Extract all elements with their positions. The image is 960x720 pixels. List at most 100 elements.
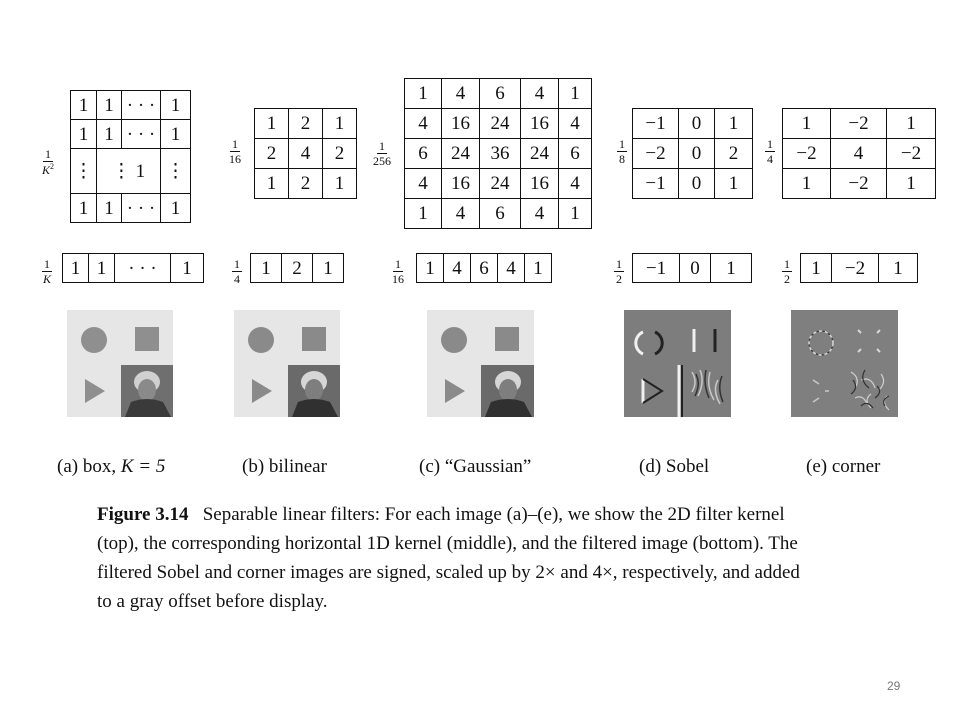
box-1d-cell: 1 [88,253,115,283]
gaussian-2d-cell: 4 [441,198,480,229]
gaussian-2d-cell: 1 [558,78,592,109]
caption-corner: (e) corner [806,456,881,477]
box-2d-cell: · · · [121,193,161,223]
sobel-2d-cell: 1 [714,108,753,139]
gaussian-2d-cell: 4 [558,108,592,139]
gaussian-1d-cell: 1 [524,253,552,283]
corner-2d-cell: −2 [830,108,887,139]
bilinear-2d-cell: 2 [322,138,357,169]
corner-filtered-image [791,310,898,417]
gaussian-1d-cell: 4 [497,253,525,283]
bilinear-2d-cell: 1 [254,108,289,139]
corner-2d-cell: −2 [830,168,887,199]
corner-2d-cell: 1 [782,108,831,139]
sobel-2d-cell: −1 [632,168,679,199]
bilinear-2d-cell: 1 [322,108,357,139]
corner-2d-cell: −2 [886,138,936,169]
corner-2d-scale: 1 4 [765,137,775,166]
box-2d-cell: 1 [70,90,97,120]
box-2d-row: ⋮⋮ 1⋮ [70,148,191,194]
caption-gaussian: (c) “Gaussian” [419,456,532,477]
caption-sobel: (d) Sobel [639,456,710,477]
gaussian-2d-cell: 1 [404,198,442,229]
box-1d-cell: · · · [114,253,171,283]
gaussian-2d-cell: 16 [441,168,480,199]
gaussian-2d-cell: 6 [479,198,521,229]
sobel-2d-scale: 1 8 [617,137,627,166]
gaussian-2d-cell: 24 [520,138,559,169]
bilinear-2d-cell: 2 [288,168,323,199]
gaussian-2d-cell: 4 [441,78,480,109]
box-2d-cell: · · · [121,119,161,149]
sobel-2d-cell: 1 [714,168,753,199]
bilinear-2d-cell: 1 [254,168,289,199]
bilinear-1d-scale: 1 4 [232,257,242,286]
gaussian-2d-cell: 4 [404,168,442,199]
box-1d-cell: 1 [170,253,204,283]
box-2d-scale: 1 K2 [42,147,55,177]
box-2d-cell: 1 [96,119,122,149]
figure-caption-line-2: (top), the corresponding horizontal 1D k… [97,533,798,554]
sobel-2d-cell: 2 [714,138,753,169]
corner-1d-scale: 1 2 [782,257,792,286]
gaussian-2d-scale: 1 256 [373,139,391,168]
box-2d-cell: 1 [96,90,122,120]
corner-2d-cell: 4 [830,138,887,169]
figure-caption-line-4: to a gray offset before display. [97,591,328,612]
sobel-1d-cell: −1 [632,253,680,283]
sobel-2d-cell: 0 [678,108,715,139]
gaussian-1d-scale: 1 16 [392,257,404,286]
gaussian-2d-cell: 16 [520,168,559,199]
box-filtered-image [67,310,173,417]
figure-label: Figure 3.14 [97,504,189,525]
corner-2d-cell: 1 [782,168,831,199]
bilinear-2d-scale: 1 16 [229,137,241,166]
sobel-1d-cell: 0 [679,253,711,283]
gaussian-2d-cell: 16 [441,108,480,139]
gaussian-1d-cell: 4 [443,253,471,283]
box-2d-cell: 1 [160,90,191,120]
gaussian-2d-cell: 6 [404,138,442,169]
box-2d-cell: ⋮ [70,148,97,194]
gaussian-2d-cell: 4 [520,198,559,229]
box-2d-cell: 1 [160,193,191,223]
corner-2d-cell: 1 [886,168,936,199]
gaussian-1d-cell: 6 [470,253,498,283]
sobel-1d-cell: 1 [710,253,752,283]
gaussian-2d-cell: 4 [558,168,592,199]
gaussian-2d-cell: 1 [558,198,592,229]
gaussian-2d-cell: 6 [558,138,592,169]
bilinear-2d-cell: 2 [254,138,289,169]
corner-1d-cell: 1 [800,253,832,283]
gaussian-2d-cell: 24 [479,168,521,199]
figure-caption-line-3: filtered Sobel and corner images are sig… [97,562,800,583]
caption-box: (a) box, K = 5 [57,456,166,477]
sobel-2d-cell: −2 [632,138,679,169]
gaussian-2d-cell: 24 [479,108,521,139]
sobel-1d-scale: 1 2 [614,257,624,286]
